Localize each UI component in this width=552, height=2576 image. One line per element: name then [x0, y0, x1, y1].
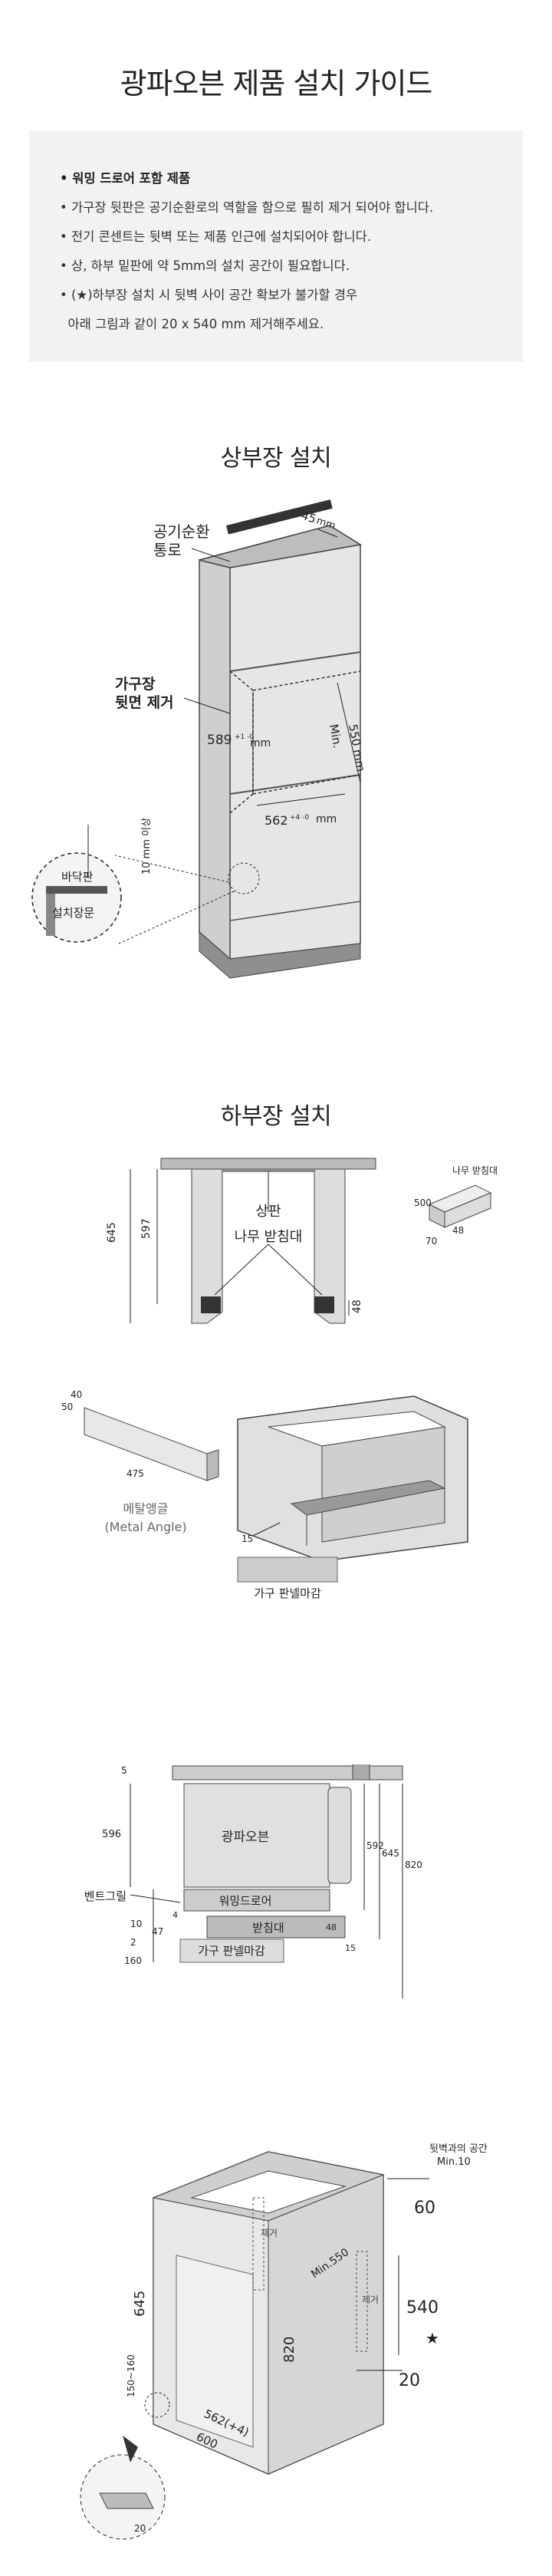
side-dim-47: 47 [152, 1926, 163, 1937]
cab-dim-820: 820 [281, 2337, 297, 2363]
notice-line-6: 아래 그림과 같이 20 x 540 mm 제거해주세요. [60, 317, 324, 331]
upper-cabinet-diagram: 공기순환 통로 45 mm 가구장 뒷면 제거 Min. 550 mm 589 … [31, 499, 368, 979]
dim-15: 15 [242, 1533, 253, 1544]
side-dim-160: 160 [124, 1955, 142, 1966]
board-label: 상판 [255, 1204, 281, 1220]
dim-589: 589 [207, 733, 232, 748]
cab-dim-60: 60 [414, 2199, 435, 2218]
floor-label: 바닥판 [61, 870, 94, 884]
oven-label: 광파오븐 [222, 1830, 270, 1845]
dim-597: 597 [140, 1218, 153, 1239]
notice-line-4: • 상, 하부 밑판에 약 5mm의 설치 공간이 필요합니다. [60, 259, 350, 273]
dim-562-unit: mm [316, 813, 337, 825]
door-label: 설치장문 [52, 906, 94, 920]
air-label-1: 공기순환 [153, 522, 210, 541]
dim-589-unit: mm [250, 737, 271, 749]
vent-label: 벤트그릴 [84, 1889, 127, 1903]
side-dim-645: 645 [382, 1848, 399, 1859]
stand-label: 받침대 [252, 1921, 284, 1935]
remove-label-2: 제거 [362, 2294, 379, 2305]
drawer-label: 워밍드로어 [219, 1894, 271, 1908]
air-label-2: 통로 [153, 541, 182, 559]
side-dim-10: 10 [130, 1919, 142, 1929]
notice-line-5: • (★)하부장 설치 시 뒷벽 사이 공간 확보가 불가할 경우 [60, 288, 358, 302]
angle-40: 40 [71, 1389, 82, 1400]
gap-min: Min.10 [437, 2156, 471, 2168]
back-label-1: 가구장 [115, 676, 156, 693]
side-dim-2: 2 [130, 1937, 136, 1948]
angle-label-en: (Metal Angle) [104, 1520, 186, 1534]
lower-section-title: 하부장 설치 [220, 1103, 332, 1130]
lower-metal-angle-diagram: 40 50 475 메탈앵글 (Metal Angle) 15 가구 판넬마감 [61, 1389, 468, 1600]
side-dim-48: 48 [326, 1922, 337, 1932]
back-label-2: 뒷면 제거 [115, 694, 174, 711]
dim-589-tol: +1 -0 [235, 733, 254, 741]
wood-500: 500 [414, 1197, 432, 1208]
cab-dim-645: 645 [132, 2291, 148, 2317]
star: ★ [426, 2329, 439, 2347]
min-label: Min. [327, 723, 344, 749]
lower-cabinet-front-diagram: 상판 나무 받침대 645 597 48 나무 받침대 500 48 70 [106, 1158, 498, 1324]
notice-line-2: • 가구장 뒷판은 공기순환로의 역할을 함으로 필히 제거 되어야 합니다. [60, 200, 434, 215]
cab-dim-20b: 20 [134, 2523, 146, 2534]
angle-label-ko: 메탈앵글 [123, 1501, 169, 1516]
cab-dim-20: 20 [399, 2371, 420, 2390]
gap-label: 뒷벽과의 공간 [429, 2143, 488, 2155]
panel-label: 가구 판넬마감 [254, 1586, 321, 1600]
cabinet-3d-diagram: 뒷벽과의 공간 Min.10 제거 제거 645 820 Min.550 60 … [80, 2143, 488, 2540]
dim-10: 10 mm 이상 [141, 818, 153, 875]
notice-line-3: • 전기 콘센트는 뒷벽 또는 제품 인근에 설치되어야 합니다. [60, 229, 372, 244]
dim-48: 48 [351, 1300, 363, 1313]
cab-dim-540: 540 [406, 2298, 439, 2317]
side-section-diagram: 5 596 벤트그릴 4 10 47 2 160 광파오븐 워밍드로어 받침대 … [84, 1764, 422, 1998]
dim-562-tol: +4 -0 [290, 814, 309, 822]
wood-70: 70 [426, 1236, 437, 1247]
wood-48: 48 [452, 1225, 464, 1236]
side-dim-4: 4 [172, 1910, 178, 1920]
cab-dim-150-160: 150~160 [126, 2354, 136, 2397]
page-title: 광파오븐 제품 설치 가이드 [120, 67, 433, 100]
remove-label-1: 제거 [261, 2228, 278, 2238]
angle-475: 475 [127, 1468, 144, 1479]
side-dim-15: 15 [345, 1943, 356, 1953]
dim-45-unit: mm [315, 516, 337, 532]
side-dim-596: 596 [102, 1829, 121, 1840]
side-dim-5: 5 [121, 1765, 127, 1776]
side-panel-label: 가구 판넬마감 [198, 1944, 265, 1958]
upper-section-title: 상부장 설치 [220, 445, 332, 472]
dim-45: 45 [300, 509, 318, 526]
dim-645: 645 [106, 1222, 118, 1243]
angle-50: 50 [61, 1402, 73, 1412]
notice-line-1: • 워밍 드로어 포함 제품 [60, 171, 191, 186]
dim-562: 562 [264, 813, 288, 828]
side-dim-592: 592 [366, 1840, 384, 1851]
notice-box: • 워밍 드로어 포함 제품 • 가구장 뒷판은 공기순환로의 역할을 함으로 … [29, 130, 523, 362]
wood-detail-label: 나무 받침대 [452, 1165, 498, 1176]
wood-label: 나무 받침대 [235, 1229, 303, 1245]
side-dim-820: 820 [405, 1860, 422, 1870]
